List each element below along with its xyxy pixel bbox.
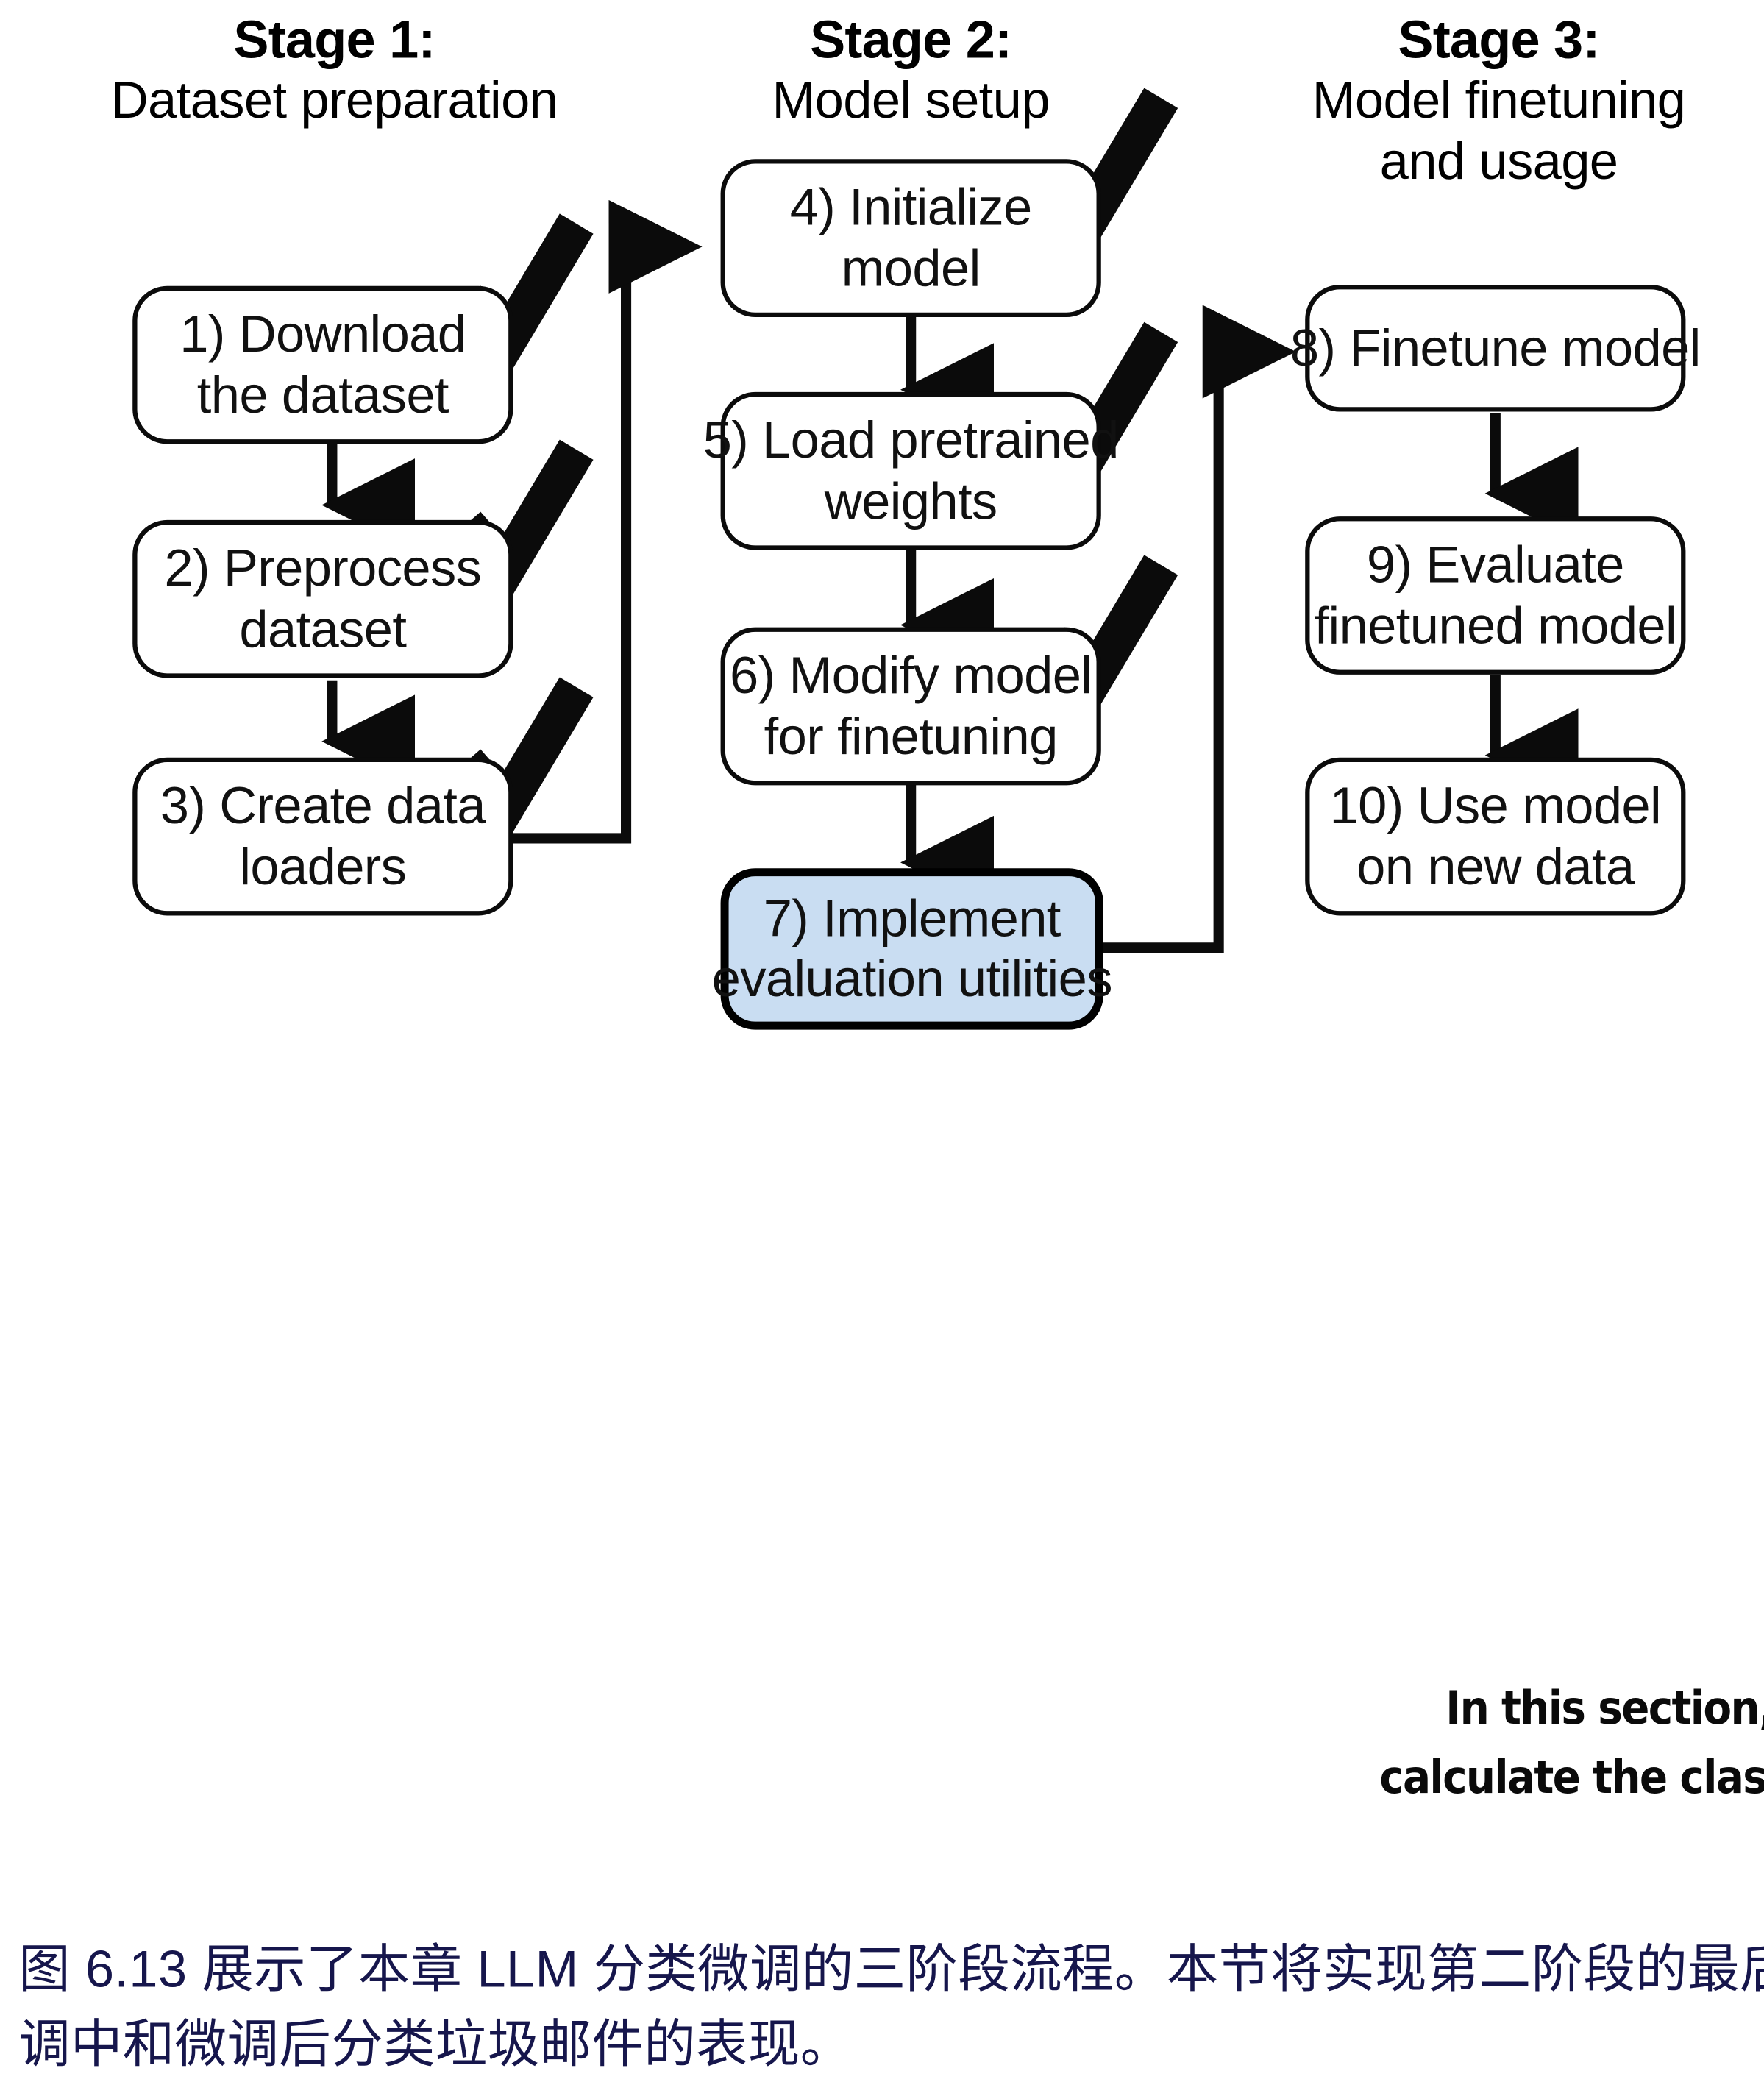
flow-box-step9-line1: 9) Evaluate <box>1366 535 1625 594</box>
flow-box-step2-line1: 2) Preprocess <box>164 539 482 598</box>
figure-caption-line2: 调中和微调后分类垃圾邮件的表现。 <box>18 2014 853 2073</box>
flow-box-step7-line1: 7) Implement <box>763 889 1061 948</box>
flow-box-step5-line1: 5) Load pretrained <box>703 411 1120 470</box>
stage-3-heading: Stage 3: Model finetuning and usage <box>1245 10 1753 191</box>
flow-box-step5-line2: weights <box>824 471 997 530</box>
connector-stage2-to-stage3 <box>1103 305 1296 953</box>
flowchart-diagram: Stage 1: Dataset preparation Stage 2: Mo… <box>18 10 1764 2073</box>
figure-caption: 图 6.13 展示了本章 LLM 分类微调的三阶段流程。本节将实现第二阶段的最后… <box>18 1933 1764 2082</box>
stage-1-title: Stage 1: <box>233 9 435 70</box>
flow-box-step1-line1: 1) Download <box>179 305 466 364</box>
flow-box-step3-line2: loaders <box>239 836 407 896</box>
flow-box-step8[interactable]: 8) Finetune model <box>1290 285 1701 412</box>
flow-box-step3-line1: 3) Create data <box>160 776 486 836</box>
stage-3-subtitle-line1: Model finetuning <box>1312 71 1686 130</box>
stage-3-subtitle-line2: and usage <box>1379 130 1618 190</box>
stage-2-title: Stage 2: <box>810 9 1012 70</box>
flow-box-step6-line2: for finetuning <box>764 706 1059 765</box>
flow-box-step8-line1: 8) Finetune model <box>1290 318 1701 377</box>
flow-box-step4[interactable]: 4) Initialize model <box>720 159 1101 318</box>
figure-caption-line1: 图 6.13 展示了本章 LLM 分类微调的三阶段流程。本节将实现第二阶段的最后… <box>18 1939 1764 1999</box>
flow-box-step3[interactable]: 3) Create data loaders <box>132 757 513 916</box>
flow-box-step2[interactable]: 2) Preprocess dataset <box>132 519 513 678</box>
flow-box-step6-line1: 6) Modify model <box>730 646 1092 706</box>
stage-3-title: Stage 3: <box>1398 9 1600 70</box>
flow-box-step10[interactable]: 10) Use model on new data <box>1305 757 1686 916</box>
annotation-note: In this section, we implement the utilit… <box>1379 1674 1764 1813</box>
flow-box-step5[interactable]: 5) Load pretrained weights <box>703 391 1119 550</box>
flow-box-step10-line2: on new data <box>1356 836 1635 896</box>
stage-1-heading: Stage 1: Dataset preparation <box>46 10 623 131</box>
flow-box-step10-line1: 10) Use model <box>1329 776 1662 836</box>
stage-2-subtitle: Model setup <box>772 71 1050 130</box>
annotation-note-line1: In this section, we implement the utilit… <box>1445 1682 1764 1735</box>
flow-box-step7-line2: evaluation utilities <box>711 948 1113 1008</box>
flow-box-step6[interactable]: 6) Modify model for finetuning <box>720 627 1101 786</box>
flow-box-step7[interactable]: 7) Implement evaluation utilities <box>712 868 1112 1030</box>
flow-box-step2-line2: dataset <box>239 599 407 658</box>
flow-box-step1[interactable]: 1) Download the dataset <box>132 285 513 444</box>
stage-1-subtitle: Dataset preparation <box>110 71 558 130</box>
flow-box-step4-line2: model <box>841 238 981 297</box>
annotation-note-line2: calculate the classification loss and ac… <box>1379 1751 1764 1805</box>
stage-2-heading: Stage 2: Model setup <box>669 10 1153 131</box>
flow-box-step9-line2: finetuned model <box>1314 595 1677 655</box>
connector-stage1-to-stage2 <box>511 199 703 844</box>
flow-box-step1-line2: the dataset <box>196 365 449 424</box>
flow-box-step9[interactable]: 9) Evaluate finetuned model <box>1305 516 1686 675</box>
flow-box-step4-line1: 4) Initialize <box>789 177 1033 237</box>
